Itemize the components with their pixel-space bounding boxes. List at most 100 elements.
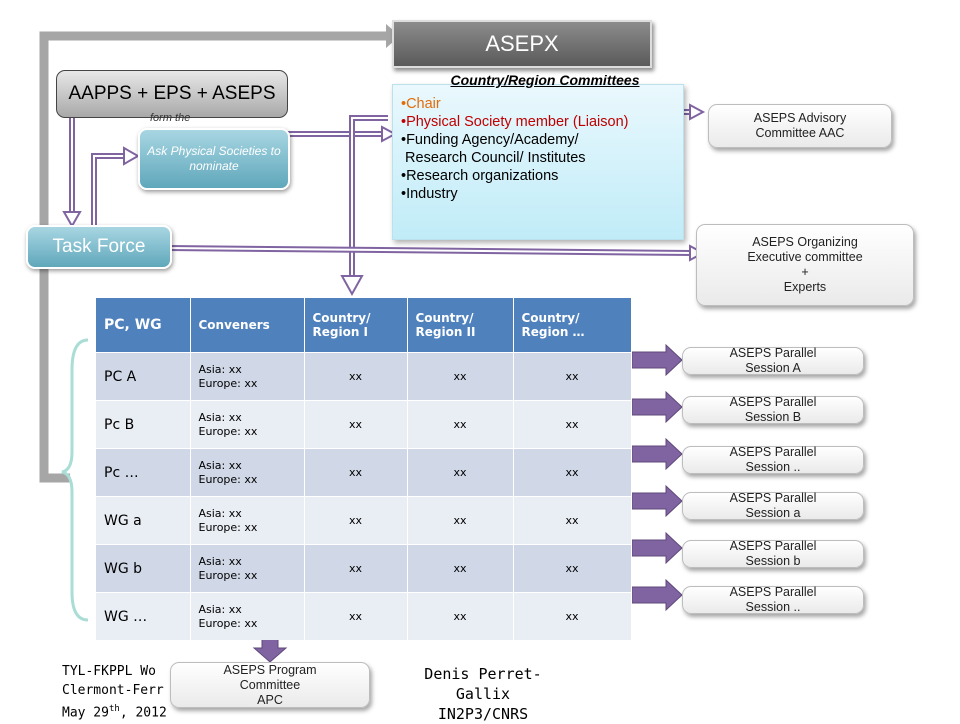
row-region-3: xx bbox=[513, 592, 632, 640]
table-bracket bbox=[61, 338, 89, 622]
header-region-2: Country/ Region II bbox=[407, 298, 514, 353]
task-force-label: Task Force bbox=[52, 236, 146, 257]
aapps-eps-aseps-box: AAPPS + EPS + ASEPS bbox=[56, 70, 288, 118]
footer-left-line1: TYL-FKPPL Wo bbox=[62, 664, 156, 679]
committee-item-chair: •Chair bbox=[401, 96, 441, 112]
session-line1: ASEPS Parallel bbox=[729, 346, 817, 360]
row-arrow-5 bbox=[631, 531, 683, 565]
footer-date-year: , 2012 bbox=[119, 705, 167, 721]
session-line1: ASEPS Parallel bbox=[729, 585, 817, 599]
convener-asia: Asia: xx bbox=[198, 410, 242, 424]
row-region-3: xx bbox=[513, 544, 632, 593]
row-region-1: xx bbox=[304, 544, 408, 593]
aapps-to-taskforce-arrow bbox=[62, 116, 82, 229]
row-name: PC A bbox=[96, 352, 191, 401]
ask-societies-box: Ask Physical Societies to nominate bbox=[138, 128, 290, 190]
row-region-1: xx bbox=[304, 592, 408, 640]
program-line1: ASEPS Program bbox=[223, 662, 317, 677]
header-pc-wg: PC, WG bbox=[96, 298, 191, 353]
session-line1: ASEPS Parallel bbox=[729, 395, 817, 409]
organizing-line4: Experts bbox=[783, 280, 827, 294]
row-region-1: xx bbox=[304, 352, 408, 401]
row-name: WG a bbox=[96, 496, 191, 545]
committees-box: •Chair •Physical Society member (Liaison… bbox=[392, 84, 684, 240]
advisory-line2: Committee AAC bbox=[755, 126, 845, 140]
row-name: Pc B bbox=[96, 400, 191, 449]
session-line1: ASEPS Parallel bbox=[729, 491, 817, 505]
convener-asia: Asia: xx bbox=[198, 506, 242, 520]
committees-to-table-arrow bbox=[340, 115, 388, 297]
task-force-box: Task Force bbox=[26, 225, 172, 269]
session-line2: Session .. bbox=[745, 460, 801, 474]
convener-europe: Europe: xx bbox=[198, 376, 258, 390]
footer-left-line2: Clermont-Ferr bbox=[62, 683, 164, 698]
session-line2: Session b bbox=[745, 554, 801, 568]
program-line2: Committee bbox=[239, 677, 301, 692]
convener-asia: Asia: xx bbox=[198, 602, 242, 616]
committee-item-industry: •Industry bbox=[401, 186, 458, 202]
header-conveners: Conveners bbox=[190, 298, 305, 353]
row-region-2: xx bbox=[407, 592, 514, 640]
advisory-committee-box: ASEPS Advisory Committee AAC bbox=[708, 104, 892, 148]
footer-author-name: Denis Perret-Gallix bbox=[424, 665, 542, 703]
table-header-row: PC, WG Conveners Country/ Region I Count… bbox=[96, 298, 632, 353]
row-arrow-4 bbox=[631, 484, 683, 518]
session-box-b: ASEPS Parallel Session B bbox=[682, 395, 864, 424]
ask-societies-label: Ask Physical Societies to nominate bbox=[147, 144, 281, 173]
session-box-wg-a: ASEPS Parallel Session a bbox=[682, 491, 864, 520]
taskforce-to-ask-arrow bbox=[91, 146, 141, 226]
session-line1: ASEPS Parallel bbox=[729, 445, 817, 459]
organizing-line1: ASEPS Organizing bbox=[752, 235, 858, 249]
row-region-1: xx bbox=[304, 400, 408, 449]
committee-item-research-council: Research Council/ Institutes bbox=[401, 150, 586, 166]
form-the-text: form the bbox=[150, 112, 191, 124]
taskforce-to-organizing-arrow bbox=[167, 244, 706, 262]
session-line2: Session a bbox=[745, 506, 801, 520]
committee-item-liaison: •Physical Society member (Liaison) bbox=[401, 114, 629, 130]
session-line2: Session A bbox=[745, 361, 801, 375]
session-line2: Session .. bbox=[745, 600, 801, 614]
header-region-3: Country/ Region … bbox=[513, 298, 632, 353]
row-region-1: xx bbox=[304, 496, 408, 545]
footer-date-sup: th bbox=[108, 704, 120, 714]
committee-item-funding: •Funding Agency/Academy/ bbox=[401, 132, 579, 148]
session-box-a: ASEPS Parallel Session A bbox=[682, 346, 864, 375]
row-region-3: xx bbox=[513, 400, 632, 449]
session-line2: Session B bbox=[744, 410, 802, 424]
ask-to-committees-arrow bbox=[286, 125, 398, 143]
session-line1: ASEPS Parallel bbox=[729, 539, 817, 553]
program-committee-box: ASEPS Program Committee APC bbox=[170, 662, 370, 708]
row-name: WG … bbox=[96, 592, 191, 640]
footer-author-affiliation: IN2P3/CNRS bbox=[437, 705, 529, 723]
convener-asia: Asia: xx bbox=[198, 554, 242, 568]
row-region-1: xx bbox=[304, 448, 408, 497]
session-box-pc-more: ASEPS Parallel Session .. bbox=[682, 445, 864, 474]
row-name: WG b bbox=[96, 544, 191, 593]
asepx-box: ASEPX bbox=[392, 20, 652, 68]
row-arrow-6 bbox=[631, 578, 683, 612]
organizing-line3: + bbox=[801, 265, 809, 279]
aapps-label: AAPPS + EPS + ASEPS bbox=[68, 83, 276, 104]
convener-europe: Europe: xx bbox=[198, 520, 258, 534]
convener-asia: Asia: xx bbox=[198, 362, 242, 376]
row-arrow-2 bbox=[631, 390, 683, 424]
asepx-label: ASEPX bbox=[485, 31, 559, 56]
row-region-2: xx bbox=[407, 496, 514, 545]
row-arrow-1 bbox=[631, 343, 683, 377]
organizing-line2: Executive committee bbox=[747, 250, 863, 264]
convener-europe: Europe: xx bbox=[198, 616, 258, 630]
row-region-2: xx bbox=[407, 544, 514, 593]
footer-left-line3: May 29th, 2012 bbox=[62, 700, 167, 722]
session-box-wg-b: ASEPS Parallel Session b bbox=[682, 539, 864, 568]
row-region-2: xx bbox=[407, 448, 514, 497]
footer-left: TYL-FKPPL Wo Clermont-Ferr May 29th, 201… bbox=[62, 662, 167, 722]
row-arrow-3 bbox=[631, 437, 683, 471]
